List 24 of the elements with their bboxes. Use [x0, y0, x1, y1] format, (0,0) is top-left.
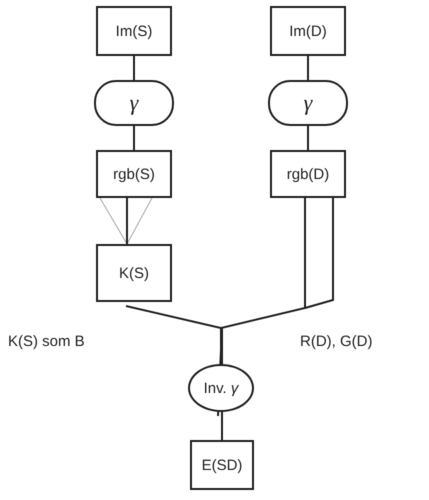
node-label: K(S)	[119, 264, 149, 282]
node-label: rgb(D)	[286, 166, 330, 182]
process-box	[270, 6, 346, 56]
connector-line	[133, 126, 135, 150]
connector-line	[307, 126, 309, 150]
gamma-stage	[94, 80, 174, 126]
connector-line	[133, 56, 135, 80]
process-box	[96, 244, 172, 302]
node-label: Inv. γ	[204, 380, 238, 396]
process-box	[96, 150, 172, 198]
node-label: Im(S)	[116, 22, 152, 40]
gamma-stage	[268, 80, 348, 126]
process-box	[96, 6, 172, 56]
node-label: rgb(S)	[113, 166, 155, 182]
process-box	[190, 440, 254, 490]
annotation-text: R(D), G(D)	[300, 333, 372, 350]
node-label: γ	[304, 90, 312, 116]
node-label: Im(D)	[289, 22, 327, 40]
annotation-text: K(S) som B	[8, 333, 85, 350]
node-label: γ	[130, 90, 138, 116]
node-label: E(SD)	[202, 456, 242, 474]
connector-line	[126, 198, 128, 244]
connector-line	[307, 56, 309, 80]
process-box	[270, 150, 346, 198]
